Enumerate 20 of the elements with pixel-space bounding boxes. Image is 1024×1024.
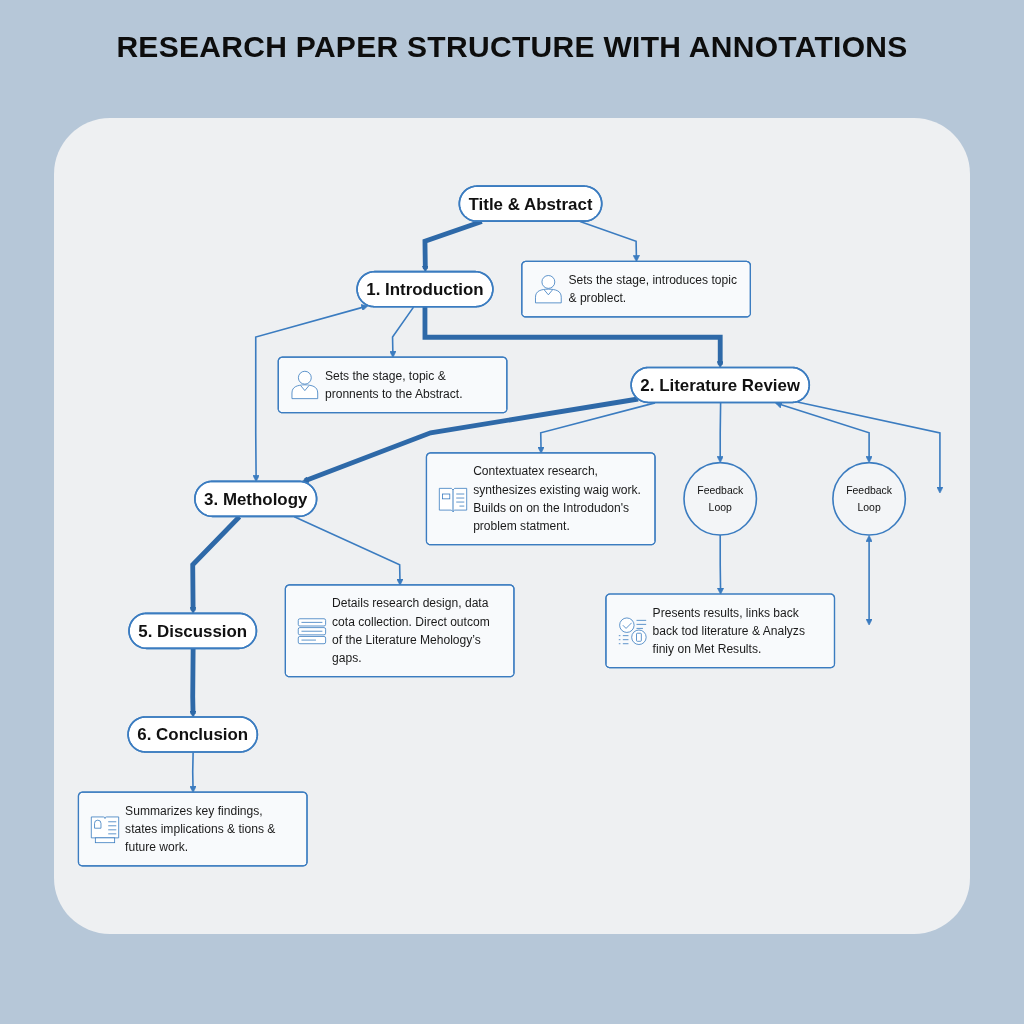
node-circle <box>832 461 907 536</box>
arrow <box>252 304 369 483</box>
arrow <box>716 402 724 463</box>
arrow <box>293 515 404 586</box>
arrow <box>422 306 724 369</box>
arrow <box>389 306 415 358</box>
arrow <box>189 515 242 615</box>
arrow <box>775 401 873 463</box>
node-circle <box>683 461 758 536</box>
diagram-title: RESEARCH PAPER STRUCTURE WITH ANNOTATIONS <box>116 30 908 64</box>
arrow <box>579 220 640 263</box>
arrow <box>189 751 197 793</box>
arrow <box>421 219 483 273</box>
arrow <box>796 401 944 494</box>
content-panel: Title & Abstract 1. Introduction 2. Literature Review 3. Methology 5. Discussion 6. Conclusion Sets the stage, introduces topic & problect. Sets the stage, topic & pronnents to the Abstract. Contextuatex research, synthesizes existing waig work. Builds on on the Introdudon's problem statment. Details research design, data cota collection. Direct outcom of the Literature Mehology’s gaps. Feedback Loop Presents results, links back back tod literature & Analyzs finiy on Met Results. Summarizes key findings, states implications & tions & future work. Feedback Loop <box>54 118 970 934</box>
arrow <box>301 396 639 484</box>
arrow <box>717 534 725 595</box>
arrow <box>537 402 656 454</box>
arrow <box>865 535 873 626</box>
arrow <box>189 648 197 718</box>
